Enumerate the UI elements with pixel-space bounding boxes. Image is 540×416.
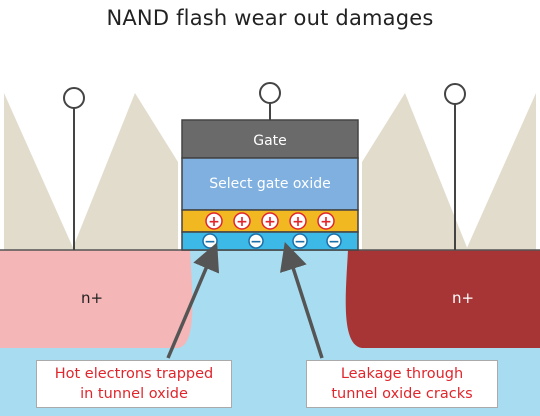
arrow-leakage	[280, 242, 324, 359]
drain-terminal	[444, 83, 466, 250]
trap-layer	[181, 231, 359, 251]
source-region	[0, 250, 193, 348]
spacer-center-left	[72, 93, 178, 250]
spacer-left	[4, 93, 74, 250]
hole-sign: +	[320, 214, 332, 230]
gate-label: Gate	[253, 133, 287, 149]
electron-sign: −	[294, 234, 306, 250]
callout-line: Hot electrons trapped	[54, 366, 214, 382]
source-label: n+	[81, 289, 103, 307]
callout-line: in tunnel oxide	[80, 386, 188, 402]
spacer-right	[466, 93, 536, 250]
select-gate-oxide	[181, 157, 359, 211]
drain-region	[345, 250, 540, 348]
drain-label: n+	[452, 289, 474, 307]
spacer-center-right	[362, 93, 468, 250]
arrow-hot-electrons	[166, 242, 220, 359]
electron-sign: −	[204, 234, 216, 250]
hole-sign: +	[292, 214, 304, 230]
source-terminal	[63, 87, 85, 250]
callout-line: Leakage through	[340, 366, 464, 382]
electron-sign: −	[328, 234, 340, 250]
electron-sign: −	[250, 234, 262, 250]
hole-sign: +	[264, 214, 276, 230]
page-title: NAND flash wear out damages	[106, 6, 434, 30]
callout-hot-electrons: Hot electrons trapped in tunnel oxide	[36, 360, 232, 408]
hole-sign: +	[208, 214, 220, 230]
trapped-holes: + + + + +	[205, 212, 335, 230]
gate-block	[181, 119, 359, 159]
oxide-label: Select gate oxide	[209, 176, 330, 192]
callout-line: tunnel oxide cracks	[331, 386, 473, 402]
gate-terminal	[259, 82, 281, 120]
callout-leakage: Leakage through tunnel oxide cracks	[306, 360, 498, 408]
hole-sign: +	[236, 214, 248, 230]
